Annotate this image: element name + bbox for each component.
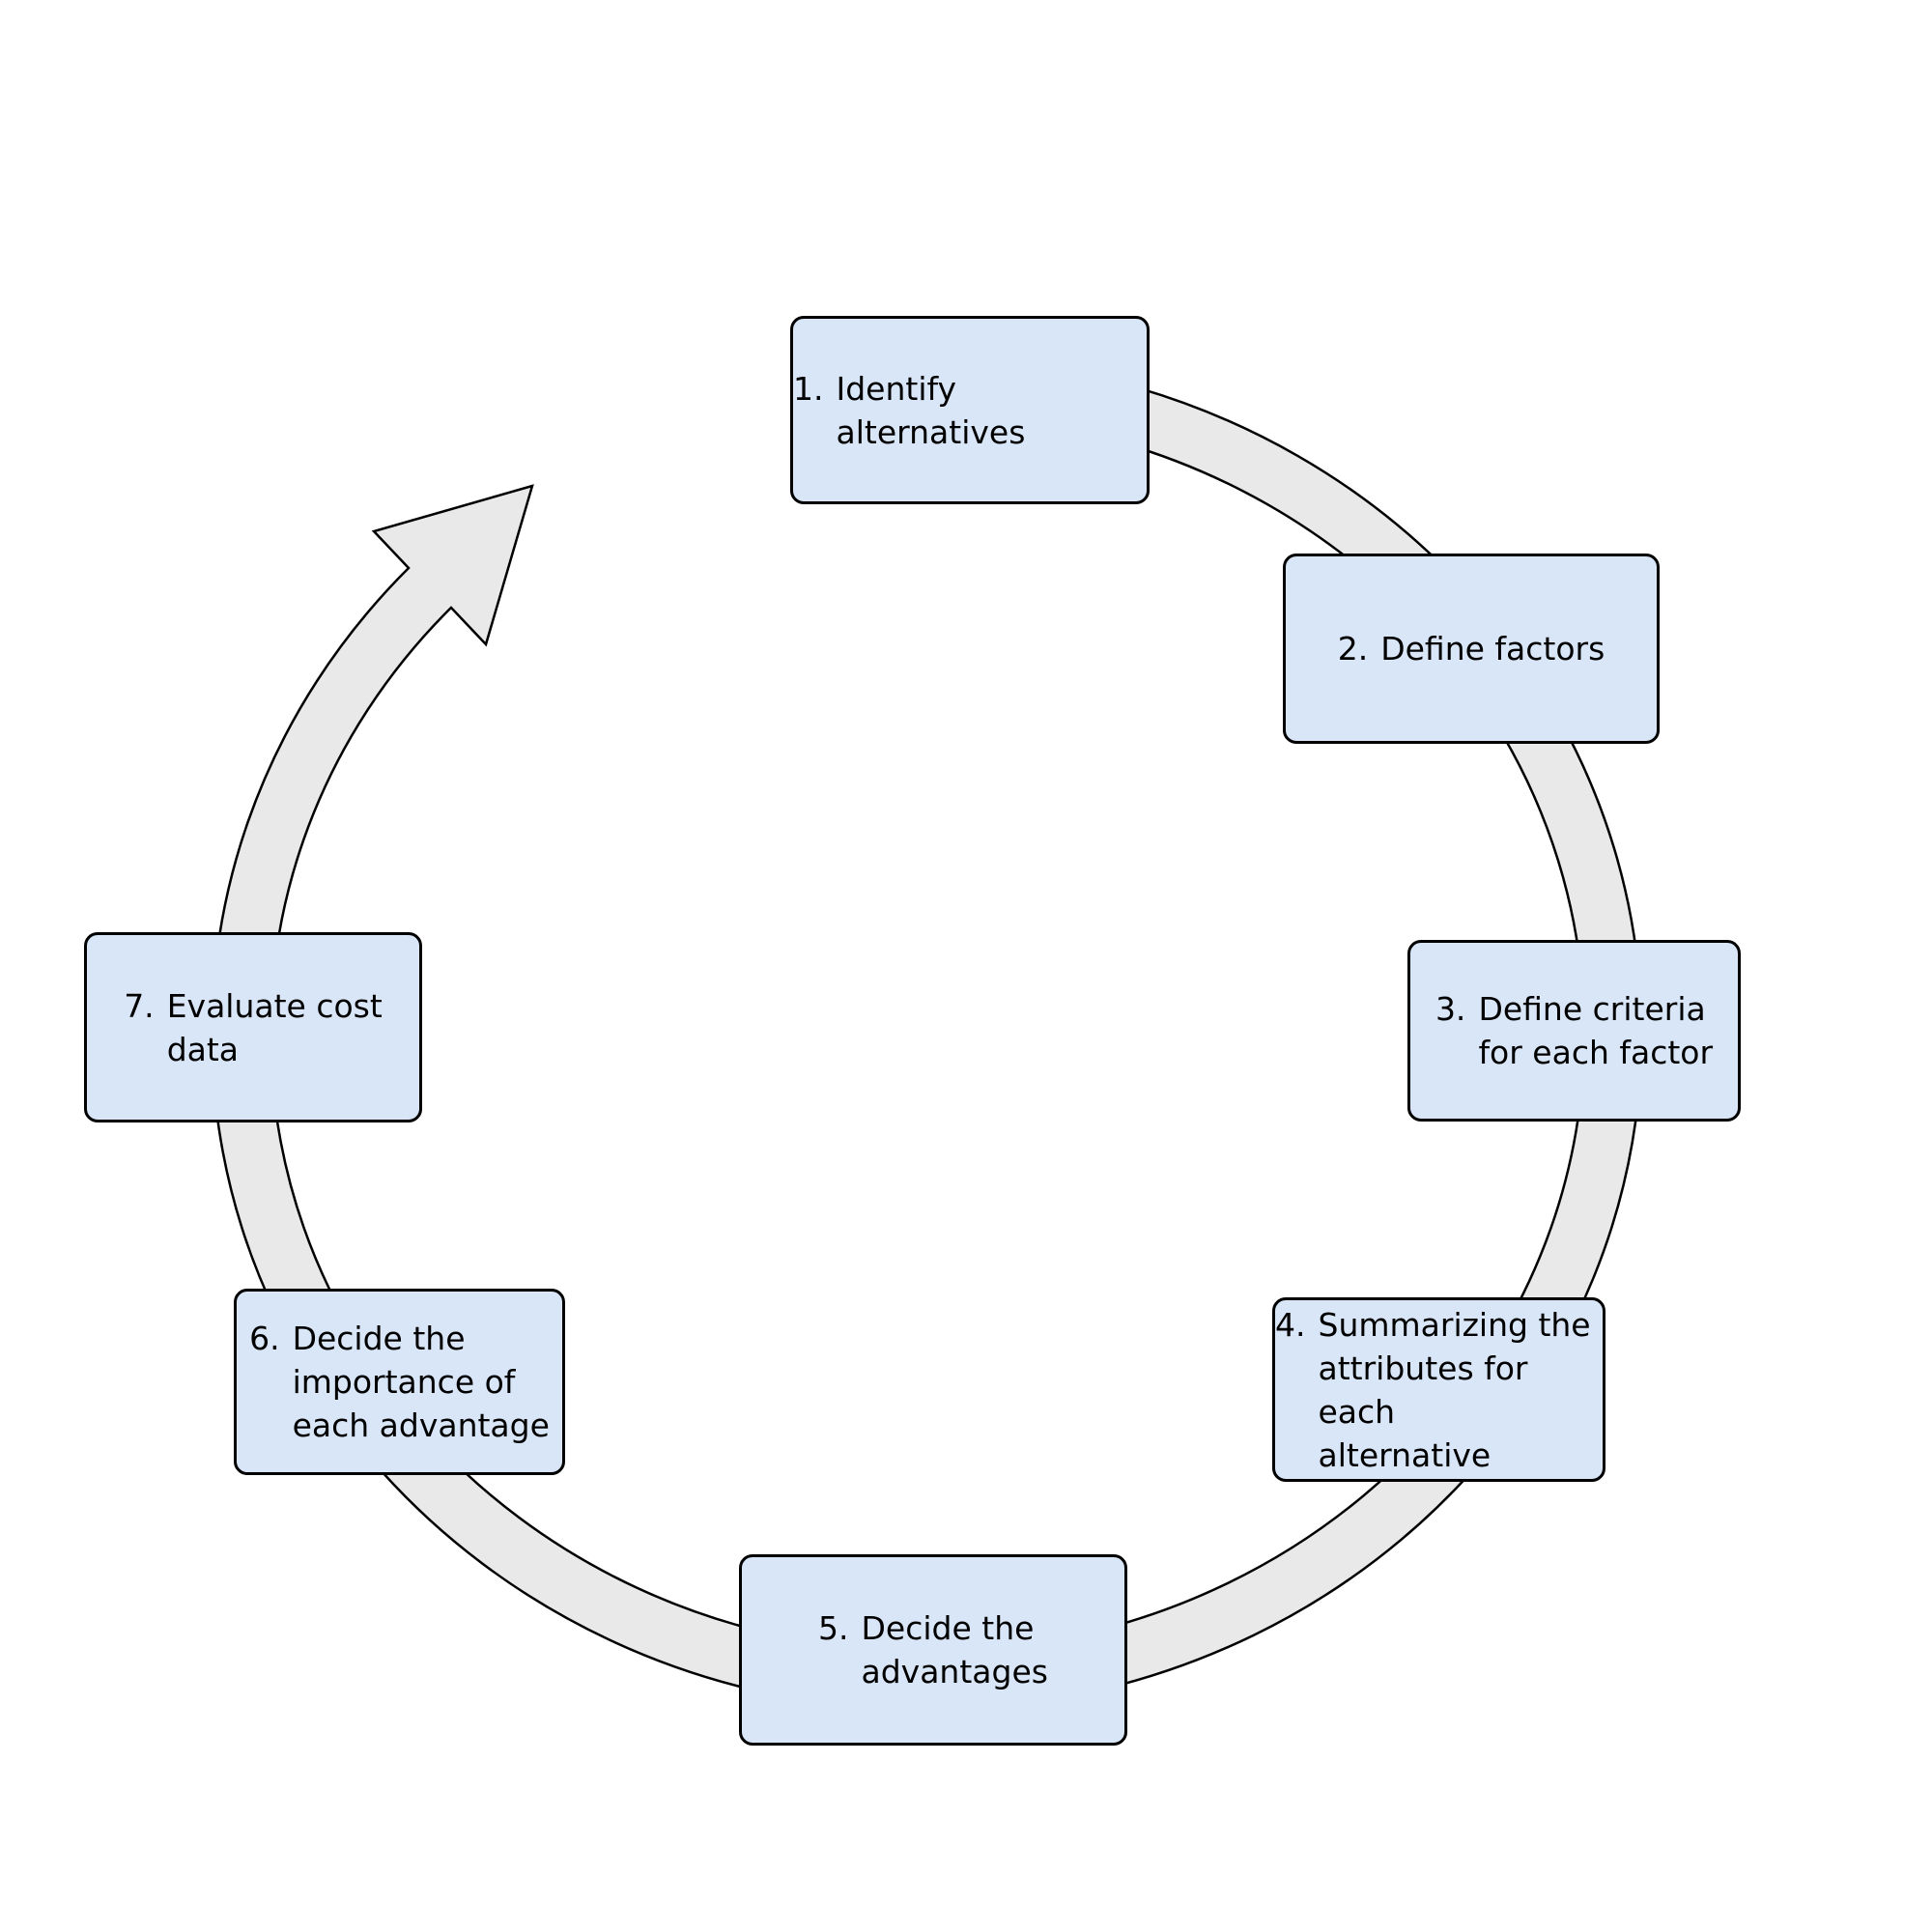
step-label: 3. Define criteria for each factor: [1435, 987, 1713, 1074]
step-box-7: 7. Evaluate cost data: [84, 932, 422, 1122]
step-text: Summarizing the attributes for each alte…: [1318, 1305, 1591, 1474]
step-label: 5. Decide the advantages: [818, 1606, 1048, 1693]
step-label: 4. Summarizing the attributes for each a…: [1275, 1303, 1603, 1477]
step-box-1: 1. Identify alternatives: [790, 316, 1150, 504]
step-text: Identify alternatives: [836, 369, 1026, 451]
step-text: Decide the importance of each advantage: [292, 1320, 550, 1444]
step-box-4: 4. Summarizing the attributes for each a…: [1272, 1297, 1605, 1482]
step-label: 1. Identify alternatives: [793, 367, 1147, 454]
step-label: 7. Evaluate cost data: [124, 984, 383, 1071]
step-number: 5.: [818, 1609, 849, 1647]
step-box-6: 6. Decide the importance of each advanta…: [234, 1289, 565, 1475]
step-text: Evaluate cost data: [166, 986, 383, 1068]
circular-arrow-icon: [211, 356, 1643, 1712]
step-box-3: 3. Define criteria for each factor: [1407, 940, 1741, 1122]
step-label: 2. Define factors: [1338, 627, 1605, 670]
step-number: 2.: [1337, 630, 1369, 668]
step-number: 6.: [249, 1320, 280, 1357]
step-box-5: 5. Decide the advantages: [739, 1554, 1127, 1746]
step-number: 4.: [1275, 1305, 1306, 1344]
step-number: 7.: [124, 986, 155, 1025]
step-text: Decide the advantages: [861, 1609, 1048, 1690]
step-text: Define criteria for each factor: [1478, 990, 1714, 1071]
step-label: 6. Decide the importance of each advanta…: [249, 1317, 550, 1447]
step-number: 3.: [1435, 990, 1466, 1028]
step-text: Define factors: [1380, 630, 1605, 668]
step-number: 1.: [793, 369, 824, 408]
step-box-2: 2. Define factors: [1283, 554, 1660, 744]
